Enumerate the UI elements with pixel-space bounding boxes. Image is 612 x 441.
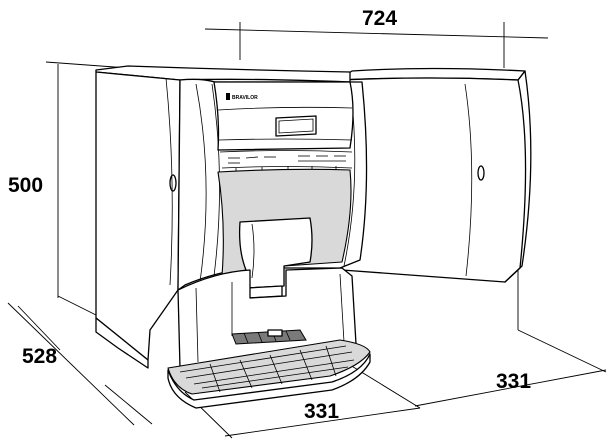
dimension-label-width-total: 724 xyxy=(362,7,397,30)
extension-line-500-bottom xyxy=(57,295,99,317)
side-module-edge xyxy=(504,70,532,283)
extension-line-528-top xyxy=(17,305,61,351)
side-door-handle-icon xyxy=(477,165,485,181)
side-module-door-seam xyxy=(464,83,473,277)
drip-tray-lip xyxy=(167,353,371,409)
dimension-line-528 xyxy=(7,302,135,426)
dimension-label-width-unit: 331 xyxy=(496,370,531,393)
dimension-line-331-side xyxy=(414,369,607,407)
side-module-front xyxy=(339,77,527,283)
dimension-label-height: 500 xyxy=(8,174,43,197)
dimension-label-width-machine: 331 xyxy=(304,400,339,423)
machine-left-side xyxy=(95,71,181,361)
dimension-label-depth: 528 xyxy=(22,345,57,368)
drip-tray-grid xyxy=(179,345,355,389)
dimension-line-724 xyxy=(204,28,549,39)
cup-grid-small-lines xyxy=(243,330,291,344)
brand-logo: BRAVILOR xyxy=(232,95,258,101)
lower-body-seam-right xyxy=(339,273,345,343)
cup-grid-clip xyxy=(267,329,283,337)
selection-buttons xyxy=(228,155,346,164)
drip-tray-grid-cross xyxy=(209,345,337,393)
display-screen xyxy=(275,115,317,137)
extension-line-528-bottom xyxy=(104,384,153,425)
extension-line-331-side-diag xyxy=(517,329,607,373)
machine-base-foot xyxy=(95,317,149,369)
left-side-handle-icon xyxy=(169,174,177,192)
front-pillar-left xyxy=(195,83,207,283)
outlet-seam xyxy=(251,223,255,279)
main-machine: BRAVILOR xyxy=(95,65,371,409)
panel-ticks xyxy=(235,166,337,172)
lower-body-seam-left xyxy=(195,287,199,363)
outlet-housing xyxy=(238,217,313,289)
extension-line-500-top xyxy=(45,61,129,69)
control-panel xyxy=(213,81,354,151)
left-side-seam xyxy=(165,77,173,286)
side-module xyxy=(337,67,532,283)
button-row-top xyxy=(219,150,353,153)
button-row-bottom xyxy=(221,166,353,169)
panel-line-1 xyxy=(217,106,353,111)
lower-body xyxy=(177,267,357,369)
display-inner xyxy=(278,118,314,134)
dimension-line-331-front xyxy=(224,407,421,437)
logo-mark-icon xyxy=(226,93,230,100)
panel-line-2 xyxy=(218,138,353,141)
button-icon xyxy=(245,156,259,159)
